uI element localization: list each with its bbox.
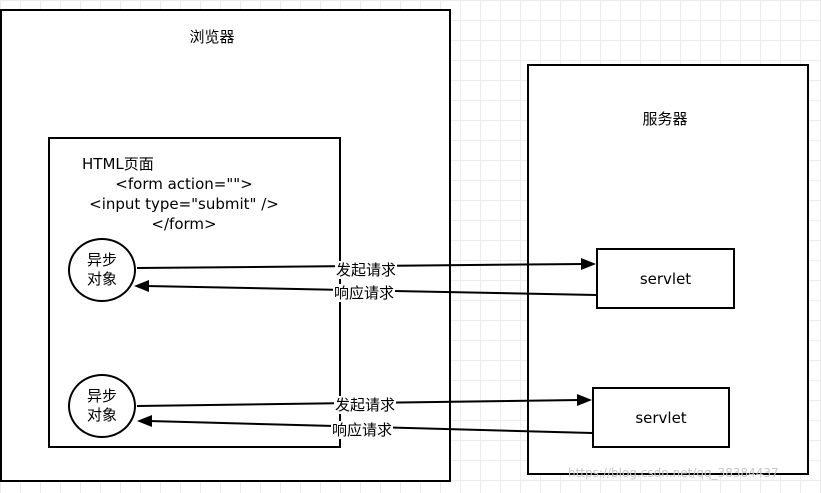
request-arrowhead-2	[577, 394, 592, 406]
response-arrowhead-1	[134, 280, 149, 292]
async-object-1-line1: 异步	[86, 251, 117, 269]
response-label-2: 响应请求	[331, 421, 394, 439]
request-label-1: 发起请求	[335, 261, 398, 279]
request-label-2: 发起请求	[334, 396, 397, 414]
async-object-2-line1: 异步	[86, 387, 117, 405]
servlet-1-label: servlet	[639, 269, 692, 288]
async-object-2: 异步 对象	[68, 374, 136, 438]
servlet-box-1: servlet	[596, 248, 735, 309]
servlet-2-label: servlet	[635, 408, 687, 427]
html-page-title: HTML页面	[82, 155, 154, 173]
response-label-1: 响应请求	[333, 284, 396, 302]
async-object-1: 异步 对象	[68, 238, 136, 302]
async-object-2-line2: 对象	[86, 406, 117, 424]
server-title: 服务器	[642, 110, 688, 128]
code-line-form-open: <form action="">	[115, 175, 253, 193]
code-line-input-submit: <input type="submit" />	[89, 195, 279, 213]
request-arrowhead-1	[581, 258, 596, 270]
async-object-1-line2: 对象	[86, 270, 117, 288]
code-line-form-close: </form>	[151, 215, 217, 233]
watermark-text: https://blog.csdn.net/qq_38384437	[568, 466, 779, 480]
browser-title: 浏览器	[189, 28, 235, 46]
response-arrowhead-2	[137, 415, 152, 427]
servlet-box-2: servlet	[592, 387, 730, 448]
